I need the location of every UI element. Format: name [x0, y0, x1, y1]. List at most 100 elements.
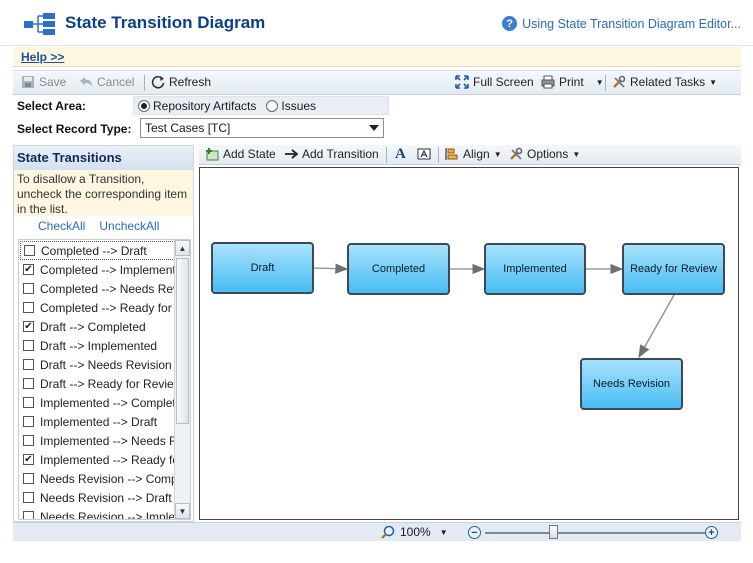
- zoom-bar: 100% ▼ − +: [13, 522, 741, 541]
- transition-item-label: Needs Revision --> Implemented: [40, 509, 175, 520]
- record-type-value: Test Cases [TC]: [145, 121, 231, 135]
- checkbox-checked-icon[interactable]: ✔: [23, 264, 34, 275]
- scroll-thumb[interactable]: [176, 258, 189, 424]
- zoom-level: 100%: [400, 525, 431, 539]
- state-node-implemented[interactable]: Implemented: [484, 243, 586, 295]
- align-menu[interactable]: Align ▼: [445, 147, 502, 161]
- area-radio-issues[interactable]: Issues: [266, 99, 316, 113]
- transition-item-label: Completed --> Implemented: [40, 262, 175, 277]
- transition-item-label: Completed --> Draft: [41, 243, 147, 258]
- area-radio-repository-artifacts[interactable]: Repository Artifacts: [138, 99, 256, 113]
- toolbar-divider: [144, 75, 145, 91]
- transition-list: Completed --> Draft ✔ Completed --> Implem…: [18, 239, 191, 520]
- state-node-ready-for-review[interactable]: Ready for Review: [622, 243, 725, 295]
- transition-item[interactable]: Draft --> Implemented: [20, 336, 175, 355]
- transition-item[interactable]: Needs Revision --> Draft: [20, 488, 175, 507]
- checkbox-unchecked-icon[interactable]: [23, 283, 34, 294]
- font-style-icon[interactable]: A: [395, 146, 406, 162]
- state-node-needs-revision[interactable]: Needs Revision: [580, 358, 683, 410]
- uncheck-all-link[interactable]: UncheckAll: [99, 219, 160, 233]
- diagram-toolbar: Add State Add Transition A Align ▼ Optio…: [199, 145, 741, 165]
- main-toolbar: Save Cancel Refresh Full Screen Print ▼ …: [13, 70, 741, 95]
- help-link[interactable]: Help >>: [21, 50, 65, 64]
- transition-item[interactable]: Completed --> Draft: [20, 241, 175, 260]
- transition-item-label: Completed --> Ready for Review: [40, 300, 175, 315]
- transition-item[interactable]: Needs Revision --> Completed: [20, 469, 175, 488]
- diagram-canvas[interactable]: Draft Completed Implemented Ready for Re…: [199, 167, 739, 520]
- scroll-up-icon[interactable]: ▲: [175, 240, 190, 256]
- zoom-dropdown-arrow-icon: ▼: [439, 527, 448, 537]
- save-button[interactable]: Save: [21, 75, 66, 89]
- checkbox-unchecked-icon[interactable]: [23, 378, 34, 389]
- check-all-link[interactable]: CheckAll: [38, 219, 86, 233]
- dropdown-arrow-icon: [369, 125, 379, 131]
- scroll-down-icon[interactable]: ▼: [175, 503, 190, 519]
- transition-item[interactable]: Implemented --> Draft: [20, 412, 175, 431]
- tools-icon: [613, 75, 626, 88]
- refresh-label: Refresh: [169, 75, 212, 89]
- checkbox-checked-icon[interactable]: ✔: [23, 454, 34, 465]
- transition-item[interactable]: Needs Revision --> Implemented: [20, 507, 175, 520]
- zoom-menu[interactable]: 100% ▼: [381, 525, 448, 539]
- add-state-label: Add State: [223, 147, 276, 161]
- cancel-button[interactable]: Cancel: [79, 75, 134, 89]
- transition-item[interactable]: Draft --> Needs Revision: [20, 355, 175, 374]
- checkbox-unchecked-icon[interactable]: [23, 416, 34, 427]
- record-type-select[interactable]: Test Cases [TC]: [140, 118, 384, 138]
- zoom-slider-track[interactable]: [485, 532, 705, 534]
- checkbox-checked-icon[interactable]: ✔: [23, 321, 34, 332]
- checkbox-unchecked-icon[interactable]: [23, 359, 34, 370]
- refresh-button[interactable]: Refresh: [151, 75, 211, 89]
- transition-item[interactable]: Draft --> Ready for Review: [20, 374, 175, 393]
- print-button[interactable]: Print ▼: [541, 75, 604, 89]
- transition-item-label: Draft --> Ready for Review: [40, 376, 175, 391]
- full-screen-button[interactable]: Full Screen: [455, 75, 534, 89]
- state-diagram-app-icon: [24, 13, 55, 35]
- transition-item[interactable]: Completed --> Ready for Review: [20, 298, 175, 317]
- add-state-icon: [206, 148, 219, 161]
- area-radio-group: Repository Artifacts Issues: [133, 96, 389, 115]
- radio-unselected-indicator: [266, 99, 279, 112]
- area-option-label: Repository Artifacts: [153, 98, 257, 113]
- state-node-draft[interactable]: Draft: [211, 242, 314, 294]
- related-tasks-menu[interactable]: Related Tasks ▼: [612, 75, 717, 89]
- transition-item[interactable]: Completed --> Needs Revision: [20, 279, 175, 298]
- checkbox-unchecked-icon[interactable]: [24, 245, 35, 256]
- transition-item[interactable]: ✔ Completed --> Implemented: [20, 260, 175, 279]
- checkbox-unchecked-icon[interactable]: [23, 473, 34, 484]
- checkbox-unchecked-icon[interactable]: [23, 302, 34, 313]
- save-label: Save: [39, 75, 67, 89]
- add-transition-button[interactable]: Add Transition: [284, 147, 379, 161]
- zoom-out-icon[interactable]: −: [468, 526, 481, 539]
- checkbox-unchecked-icon[interactable]: [23, 435, 34, 446]
- print-dropdown-arrow-icon[interactable]: ▼: [595, 77, 604, 87]
- arrow-right-icon: [285, 149, 298, 159]
- transition-item-label: Implemented --> Draft: [40, 414, 158, 429]
- zoom-in-icon[interactable]: +: [705, 526, 718, 539]
- text-frame-button[interactable]: [417, 147, 431, 161]
- transition-item[interactable]: ✔Implemented --> Ready for Review: [20, 450, 175, 469]
- transition-item-label: Draft --> Completed: [40, 319, 146, 334]
- options-dropdown-arrow-icon: ▼: [572, 149, 581, 159]
- add-state-button[interactable]: Add State: [205, 147, 276, 161]
- using-editor-help-label: Using State Transition Diagram Editor...: [522, 16, 741, 31]
- options-menu[interactable]: Options ▼: [509, 147, 580, 161]
- checkbox-unchecked-icon[interactable]: [23, 340, 34, 351]
- checkbox-unchecked-icon[interactable]: [23, 492, 34, 503]
- list-scrollbar[interactable]: ▲ ▼: [174, 240, 190, 519]
- checkbox-unchecked-icon[interactable]: [23, 511, 34, 519]
- transition-item[interactable]: Implemented --> Needs Revision: [20, 431, 175, 450]
- add-transition-label: Add Transition: [302, 147, 379, 161]
- checkbox-unchecked-icon[interactable]: [23, 397, 34, 408]
- transition-item[interactable]: ✔ Draft --> Completed: [20, 317, 175, 336]
- cancel-label: Cancel: [97, 75, 135, 89]
- help-icon: ?: [502, 16, 518, 31]
- transition-item-label: Implemented --> Needs Revision: [40, 433, 175, 448]
- transition-item[interactable]: Implemented --> Completed: [20, 393, 175, 412]
- zoom-slider-thumb[interactable]: [549, 525, 558, 539]
- align-icon: [445, 148, 458, 160]
- transition-item-label: Draft --> Implemented: [40, 338, 158, 353]
- state-node-completed[interactable]: Completed: [347, 243, 450, 295]
- transition-item-label: Needs Revision --> Completed: [40, 471, 175, 486]
- using-editor-help-link[interactable]: ? Using State Transition Diagram Editor.…: [502, 16, 741, 31]
